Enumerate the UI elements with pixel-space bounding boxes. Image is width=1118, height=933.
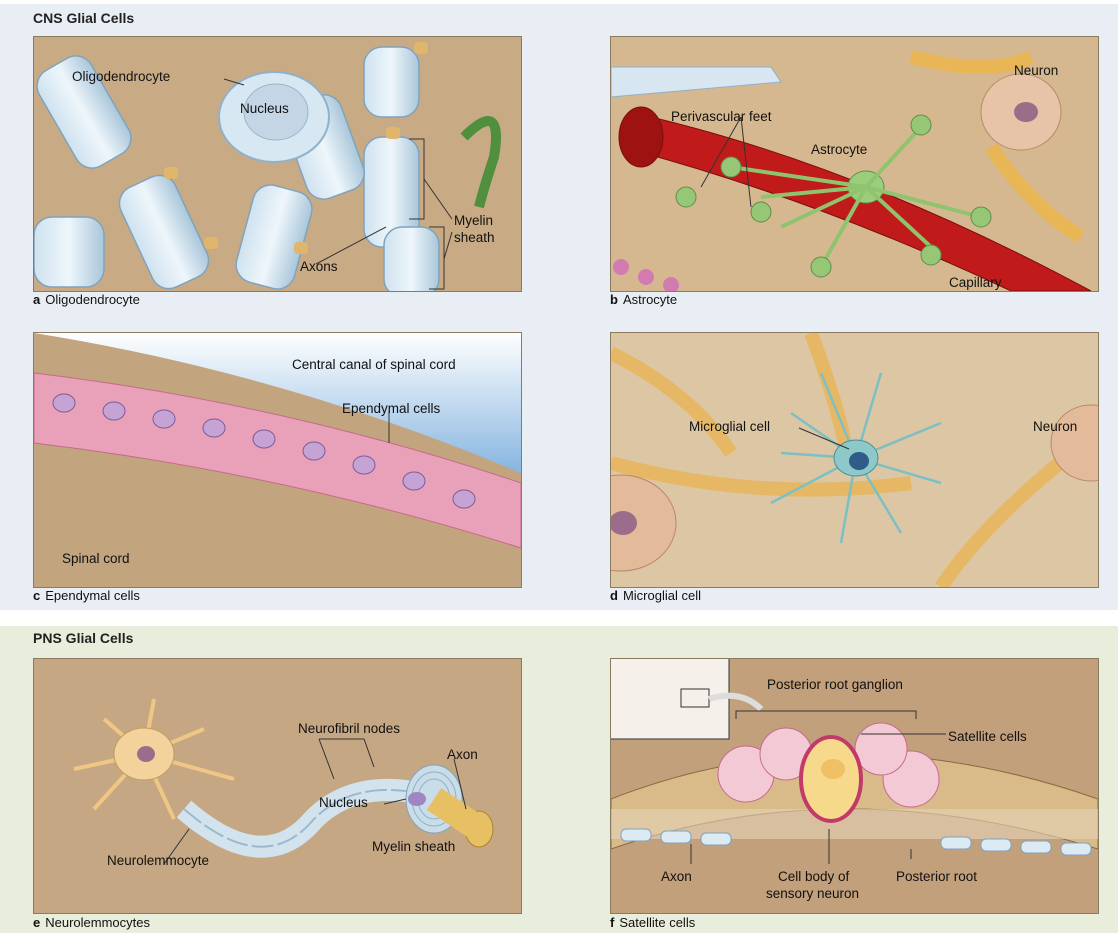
label-ependymal-cells: Ependymal cells [342,401,440,416]
panel-satellite: Posterior root ganglion Satellite cells … [610,658,1099,914]
pns-section: PNS Glial Cells Neurofibril nodes Axon N… [0,626,1118,933]
label-cell-body-line2: sensory neuron [766,886,859,901]
panel-neurolemmocytes: Neurofibril nodes Axon Nucleus Neurolemm… [33,658,522,914]
label-neuron-d: Neuron [1033,419,1077,434]
label-posterior-root: Posterior root [896,869,977,884]
label-spinal-cord: Spinal cord [62,551,130,566]
cns-title: CNS Glial Cells [33,10,134,26]
neurolemmocyte-illustration [34,659,521,913]
label-microglial-cell: Microglial cell [689,419,770,434]
label-nucleus-e: Nucleus [319,795,368,810]
label-nucleus: Nucleus [240,101,289,116]
label-myelin-sheath-e: Myelin sheath [372,839,455,854]
panel-oligodendrocyte: Oligodendrocyte Nucleus Axons Myelin she… [33,36,522,292]
label-cell-body-line1: Cell body of [778,869,849,884]
label-central-canal: Central canal of spinal cord [292,357,456,372]
label-posterior-root-ganglion: Posterior root ganglion [767,677,903,692]
label-oligodendrocyte: Oligodendrocyte [72,69,170,84]
label-myelin-line2: sheath [454,230,495,245]
cns-section: CNS Glial Cells [0,4,1118,610]
pns-title: PNS Glial Cells [33,630,133,646]
label-satellite-cells: Satellite cells [948,729,1027,744]
label-perivascular-feet: Perivascular feet [671,109,772,124]
label-myelin-line1: Myelin [454,213,493,228]
panel-ependymal: Central canal of spinal cord Ependymal c… [33,332,522,588]
label-neurofibril-nodes: Neurofibril nodes [298,721,400,736]
panel-astrocyte: Neuron Perivascular feet Astrocyte Capil… [610,36,1099,292]
label-neurolemmocyte: Neurolemmocyte [107,853,209,868]
label-axon-f: Axon [661,869,692,884]
microglial-illustration [611,333,1098,587]
label-capillary: Capillary [949,275,1002,290]
label-axon-e: Axon [447,747,478,762]
label-neuron: Neuron [1014,63,1058,78]
label-astrocyte: Astrocyte [811,142,867,157]
panel-microglial: Microglial cell Neuron [610,332,1099,588]
label-axons: Axons [300,259,338,274]
